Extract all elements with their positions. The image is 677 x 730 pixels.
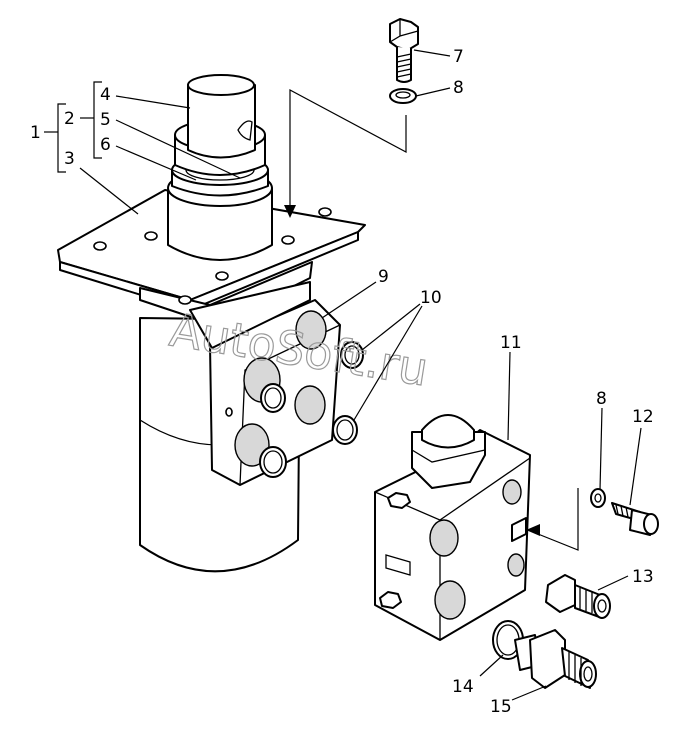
callout-3: 3 bbox=[64, 149, 75, 169]
leader-7 bbox=[413, 49, 451, 57]
leader-6 bbox=[115, 145, 197, 181]
callout-14: 14 bbox=[452, 677, 474, 697]
callout-12: 12 bbox=[632, 407, 654, 427]
callout-9: 9 bbox=[378, 267, 389, 287]
callout-5: 5 bbox=[100, 110, 111, 130]
o-ring-10-bottom bbox=[332, 415, 358, 445]
bracket-group-2 bbox=[93, 81, 102, 159]
callout-1: 1 bbox=[30, 123, 41, 143]
assembly-path-right bbox=[527, 488, 579, 551]
callout-13: 13 bbox=[632, 567, 654, 587]
leader-3 bbox=[79, 167, 139, 215]
o-ring-10-lower-left bbox=[259, 446, 287, 478]
input-shaft-4 bbox=[187, 74, 256, 159]
leader-15 bbox=[511, 685, 547, 701]
cap-nut bbox=[411, 414, 486, 489]
leader-14 bbox=[479, 654, 504, 677]
bracket-group-1 bbox=[57, 103, 66, 173]
leader-10-b bbox=[353, 305, 423, 421]
bolt-7 bbox=[389, 18, 419, 83]
assembly-arrow-right bbox=[526, 524, 540, 536]
assembly-arrow-top bbox=[284, 205, 296, 218]
leader-5 bbox=[115, 119, 241, 179]
callout-7: 7 bbox=[453, 47, 464, 67]
leader-13 bbox=[597, 575, 629, 591]
callout-15: 15 bbox=[490, 697, 512, 717]
leader-8-right bbox=[599, 407, 603, 491]
callout-2: 2 bbox=[64, 109, 75, 129]
callout-8-top: 8 bbox=[453, 78, 464, 98]
callout-6: 6 bbox=[100, 135, 111, 155]
fitting-15 bbox=[514, 629, 597, 689]
o-ring-10-top bbox=[340, 341, 364, 369]
callout-10: 10 bbox=[420, 288, 442, 308]
leader-10-a bbox=[361, 303, 421, 351]
leader-11 bbox=[507, 351, 511, 441]
fitting-13 bbox=[545, 574, 611, 619]
leader-9 bbox=[321, 281, 377, 319]
leader-12 bbox=[629, 427, 642, 506]
callout-4: 4 bbox=[100, 85, 111, 105]
relief-valve-block-11 bbox=[374, 429, 531, 641]
callout-11: 11 bbox=[500, 333, 522, 353]
leader-4 bbox=[115, 95, 191, 109]
spring-washer-8-top bbox=[389, 88, 417, 104]
assembly-path-top bbox=[289, 88, 407, 215]
callout-8-right: 8 bbox=[596, 389, 607, 409]
washer-8-right bbox=[590, 488, 606, 508]
leader-8-top bbox=[415, 87, 451, 97]
o-ring-9 bbox=[260, 383, 286, 413]
socket-screw-12 bbox=[611, 502, 659, 536]
